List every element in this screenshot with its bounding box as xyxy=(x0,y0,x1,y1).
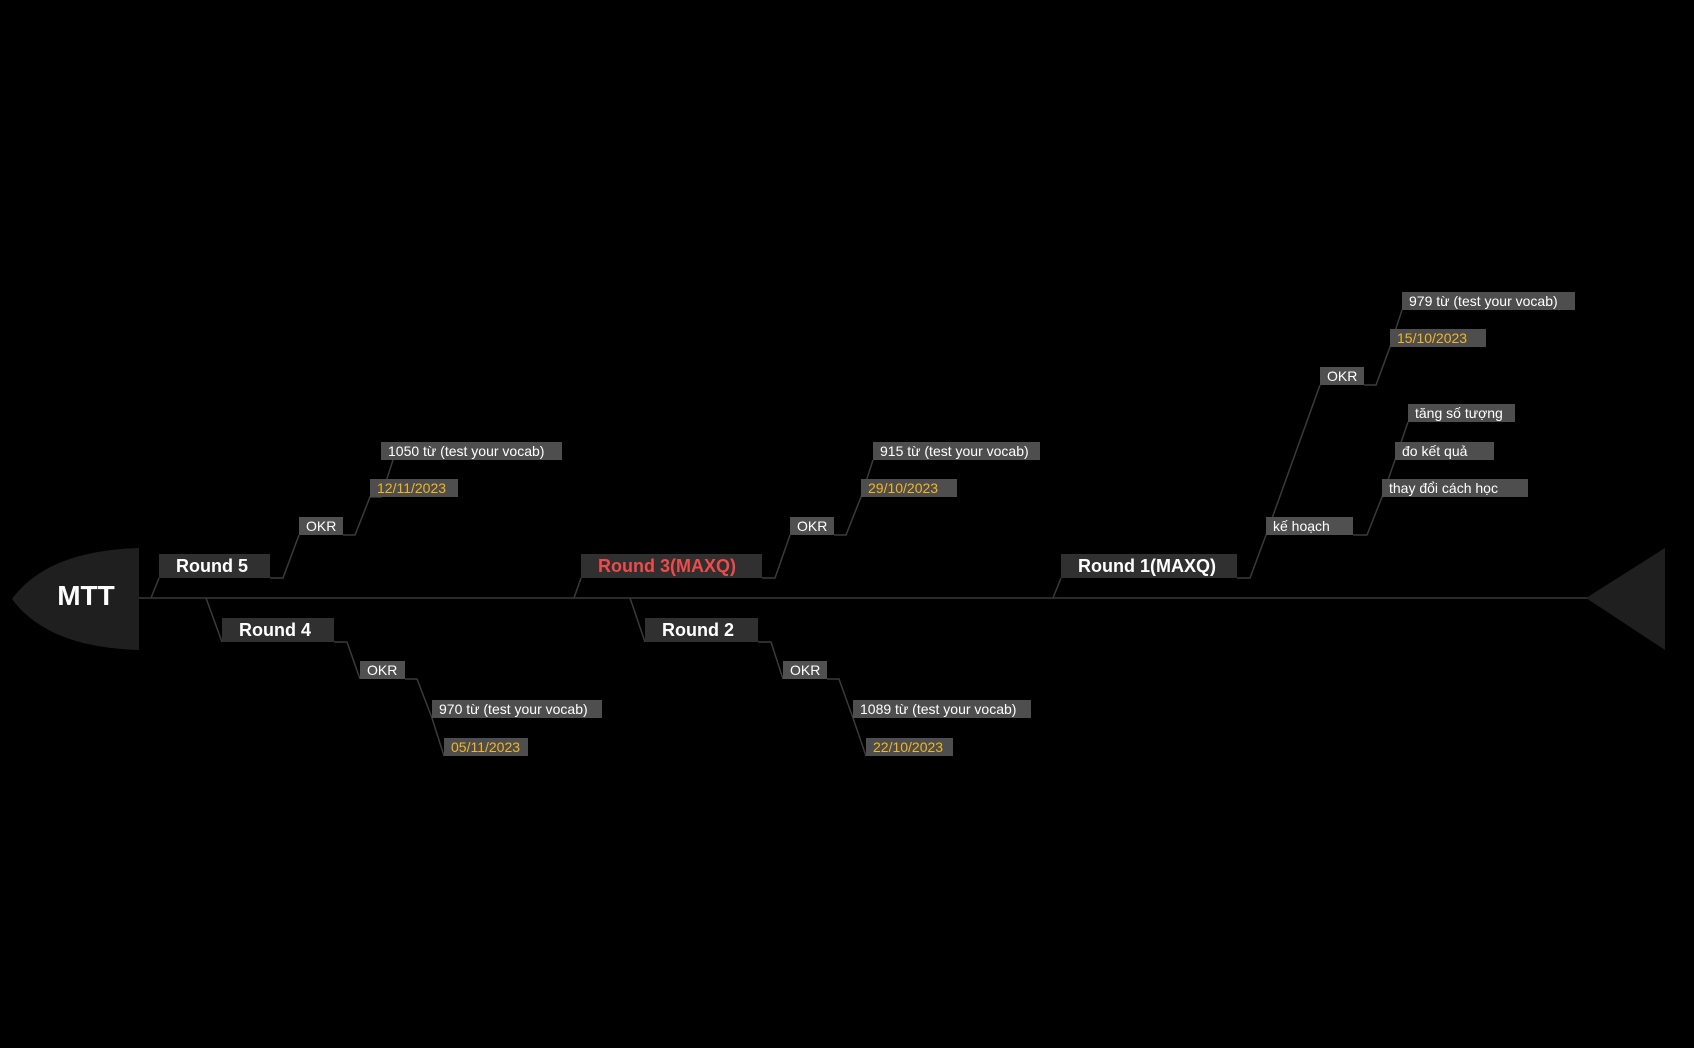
connector-round-3 xyxy=(573,577,582,599)
fish-tail-shape xyxy=(1586,548,1665,650)
fish-head-title: MTT xyxy=(57,580,115,611)
connector-round-1-okr xyxy=(1265,384,1321,536)
connector-round-5-okr xyxy=(270,534,300,579)
connector-round-4 xyxy=(205,597,223,643)
round-4-okr-date[interactable]: 05/11/2023 xyxy=(444,738,528,756)
round-1-node[interactable]: Round 1(MAXQ) xyxy=(1061,554,1237,578)
round-5-okr-vocab[interactable]: 1050 từ (test your vocab) xyxy=(381,442,562,460)
round-1-plan-node[interactable]: kế hoạch xyxy=(1266,517,1353,535)
round-4-node[interactable]: Round 4 xyxy=(222,618,334,642)
connector-round-2 xyxy=(629,597,646,643)
round-3-okr-vocab[interactable]: 915 từ (test your vocab) xyxy=(873,442,1040,460)
connector-round-5-okr-leaves xyxy=(343,459,394,536)
round-1-plan-measure[interactable]: đo kết quả xyxy=(1395,442,1494,460)
connector-round-1-okr-leaves xyxy=(1364,309,1403,386)
fish-head-shape xyxy=(12,548,139,650)
connector-round-1-plan xyxy=(1237,534,1267,579)
round-1-okr-node[interactable]: OKR xyxy=(1320,367,1364,385)
round-2-okr-node[interactable]: OKR xyxy=(783,661,827,679)
round-5-node[interactable]: Round 5 xyxy=(159,554,270,578)
round-3-node[interactable]: Round 3(MAXQ) xyxy=(581,554,762,578)
round-2-node[interactable]: Round 2 xyxy=(645,618,758,642)
round-1-okr-vocab[interactable]: 979 từ (test your vocab) xyxy=(1402,292,1575,310)
round-5-okr-node[interactable]: OKR xyxy=(299,517,343,535)
round-1-plan-change-method[interactable]: thay đổi cách học xyxy=(1382,479,1528,497)
connector-round-1 xyxy=(1052,577,1062,599)
round-3-okr-node[interactable]: OKR xyxy=(790,517,834,535)
round-2-okr-date[interactable]: 22/10/2023 xyxy=(866,738,953,756)
connector-round-2-okr xyxy=(758,641,784,680)
connector-round-3-okr xyxy=(762,534,791,579)
round-1-plan-increase[interactable]: tăng số tượng xyxy=(1408,404,1515,422)
connector-round-4-okr-leaves xyxy=(405,678,445,757)
round-5-okr-date[interactable]: 12/11/2023 xyxy=(370,479,458,497)
round-1-okr-date[interactable]: 15/10/2023 xyxy=(1390,329,1486,347)
connector-round-4-okr xyxy=(334,641,361,680)
round-4-okr-vocab[interactable]: 970 từ (test your vocab) xyxy=(432,700,602,718)
connector-round-2-okr-leaves xyxy=(827,678,867,757)
connector-round-5 xyxy=(150,577,160,599)
round-4-okr-node[interactable]: OKR xyxy=(360,661,405,679)
round-3-okr-date[interactable]: 29/10/2023 xyxy=(861,479,957,497)
connector-round-3-okr-leaves xyxy=(834,459,874,536)
round-2-okr-vocab[interactable]: 1089 từ (test your vocab) xyxy=(853,700,1031,718)
